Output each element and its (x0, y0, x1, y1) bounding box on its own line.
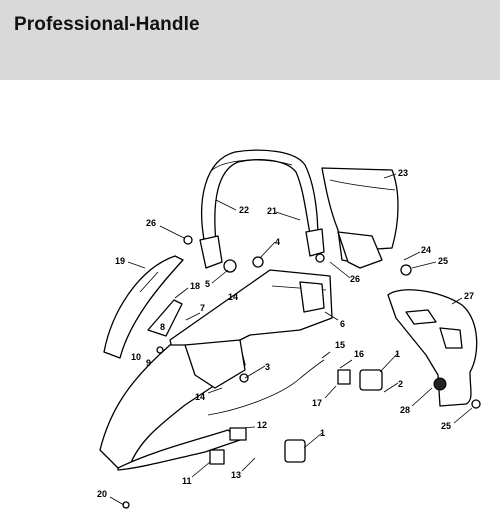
callout-16: 16 (354, 349, 364, 359)
callout-14a: 14 (228, 292, 238, 302)
callout-5: 5 (205, 279, 210, 289)
callout-9: 9 (146, 358, 151, 368)
callout-1a: 1 (395, 349, 400, 359)
callout-22: 22 (239, 205, 249, 215)
callout-23: 23 (398, 168, 408, 178)
callout-11: 11 (182, 476, 192, 486)
callout-24: 24 (421, 245, 431, 255)
callout-25a: 25 (438, 256, 448, 266)
callout-6: 6 (340, 319, 345, 329)
callout-13: 13 (231, 470, 241, 480)
chain-brake-lever (387, 289, 478, 407)
callout-28: 28 (400, 405, 410, 415)
callout-17: 17 (312, 398, 322, 408)
fastener-parts (122, 235, 481, 509)
page-title: Professional-Handle (14, 14, 200, 35)
throttle-rod (207, 359, 325, 416)
callout-8: 8 (160, 322, 165, 332)
callout-2: 2 (398, 379, 403, 389)
callout-27: 27 (464, 291, 474, 301)
callout-1b: 1 (320, 428, 325, 438)
callout-26b: 26 (350, 274, 360, 284)
callout-18: 18 (190, 281, 200, 291)
callout-labels: 1 1 2 3 4 5 6 7 8 9 10 11 12 13 14 14 15… (97, 168, 474, 506)
callout-12: 12 (257, 420, 267, 430)
spring-28 (433, 377, 447, 391)
callout-25b: 25 (441, 421, 451, 431)
callout-20: 20 (97, 489, 107, 499)
front-handle-bar (199, 149, 325, 269)
hand-guard (321, 167, 399, 269)
callout-3: 3 (265, 362, 270, 372)
callout-26a: 26 (146, 218, 156, 228)
grip-cover (103, 255, 184, 359)
callout-7: 7 (200, 303, 205, 313)
callout-21: 21 (267, 206, 277, 216)
throttle-trigger (147, 299, 183, 337)
callout-14b: 14 (195, 392, 205, 402)
callout-19: 19 (115, 256, 125, 266)
title-bar (0, 0, 500, 80)
callout-15: 15 (335, 340, 345, 350)
callout-10: 10 (131, 352, 141, 362)
callout-4: 4 (275, 237, 280, 247)
